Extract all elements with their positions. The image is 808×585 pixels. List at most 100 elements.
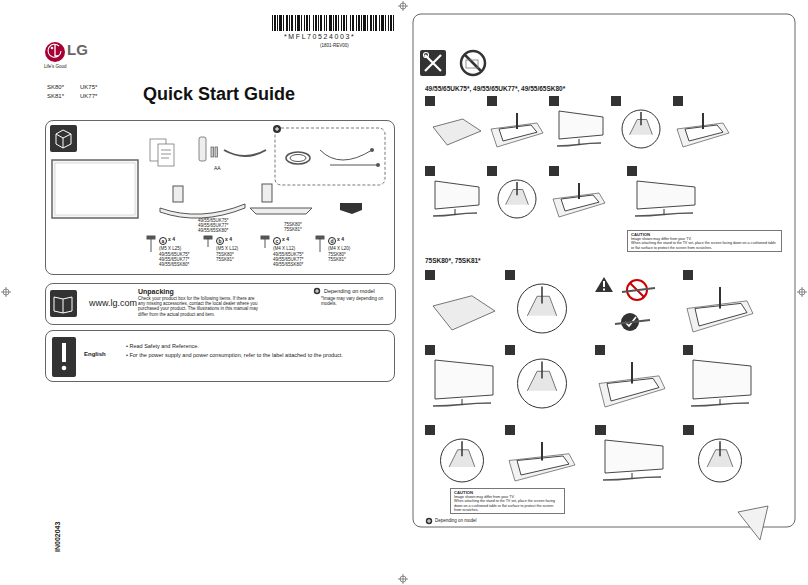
zoom-figure	[441, 439, 484, 482]
manual-icon	[54, 297, 72, 313]
step-number-text: 8	[428, 433, 431, 442]
brand-emblem	[45, 42, 65, 62]
stand-figure	[262, 184, 272, 202]
step-number: 6	[595, 345, 605, 355]
language-panel: English • Read Safety and Reference. • For…	[45, 330, 395, 382]
warning-figure	[622, 288, 655, 292]
caution-box: CAUTIONImage shown may differ from your …	[627, 230, 782, 252]
step-figure	[557, 111, 603, 146]
step-number-text: 1	[428, 104, 431, 113]
step-number: 4	[425, 345, 435, 355]
crop-mark	[802, 287, 803, 297]
guide-title: Quick Start Guide	[143, 84, 295, 105]
package-figure	[433, 296, 495, 330]
brand-emblem	[51, 47, 54, 50]
step-figure	[599, 362, 665, 407]
step-figure	[687, 287, 753, 332]
accessory-panel-text: a	[159, 237, 167, 245]
manual-icon	[50, 290, 77, 317]
step-number-text: 1	[428, 278, 431, 287]
step-number: 8	[425, 425, 435, 435]
warning-figure	[603, 281, 605, 287]
step-number-text: 4	[614, 104, 617, 113]
plus-symbol	[427, 519, 431, 523]
step-number-text: 6	[598, 353, 601, 362]
accessory-panel-text: AA	[214, 166, 221, 172]
step-number: 5	[505, 345, 515, 355]
step-number: 10	[595, 425, 606, 435]
step-number-text: 2	[490, 104, 493, 113]
step-number: 3	[549, 96, 559, 106]
manual-figure	[161, 158, 169, 159]
unpacking-panel: www.lg.comUnpackingCheck your product bo…	[45, 283, 396, 325]
stand-figure	[160, 204, 245, 218]
caution-text: Image shown may differ from your TV.	[631, 237, 778, 241]
arrow-figure	[664, 209, 665, 215]
step-number: 7	[487, 166, 497, 176]
optional-box	[275, 128, 385, 185]
optional-box	[286, 152, 310, 164]
brand-logo: LG	[67, 41, 88, 58]
accessory-panel-text: c	[273, 237, 281, 245]
step-number: 1	[425, 96, 435, 106]
optional-box	[320, 150, 378, 165]
step-number-text: 5	[676, 104, 679, 113]
step-number: 9	[505, 425, 515, 435]
warning-figure	[603, 289, 605, 291]
barcode	[272, 23, 395, 24]
barcode	[272, 15, 395, 31]
accessory-panel-text: x 4	[282, 237, 289, 243]
remote-figure	[215, 147, 218, 157]
optional-box	[290, 155, 306, 162]
arrow-figure	[632, 473, 633, 479]
language-panel-text: • For the power supply and power consump…	[126, 352, 388, 358]
tv-figure	[559, 111, 603, 139]
stand-figure	[516, 113, 518, 129]
screw-icon	[151, 239, 152, 252]
language-panel-text: English	[84, 351, 106, 358]
step-figure	[677, 113, 729, 147]
zoom-figure	[498, 180, 536, 218]
accessory-panel-text: (M5 X L12)	[216, 246, 238, 251]
accessory-panel-text: (M4 X L20)	[328, 246, 350, 251]
step-figure	[433, 296, 495, 330]
caution-box: CAUTIONImage shown may differ from your …	[450, 488, 565, 514]
model-heading: 75SK80*, 75SK81*	[425, 257, 481, 264]
step-number-text: 4	[428, 353, 431, 362]
step-figure	[699, 439, 742, 482]
screw-icon	[204, 236, 212, 239]
tv-figure	[693, 360, 751, 399]
brand-emblem	[45, 42, 65, 62]
part-number: *MFL70524003*	[284, 33, 355, 41]
plus-symbol	[314, 288, 320, 294]
screw-icon	[208, 239, 209, 247]
screw-figure	[719, 441, 721, 456]
accessory-panel-text: x 4	[337, 237, 344, 243]
stand-figure	[160, 184, 312, 218]
remote-figure	[199, 137, 218, 161]
zoom-figure	[699, 439, 742, 482]
caution-heading: CAUTION	[631, 233, 778, 238]
zoom-figure	[518, 359, 567, 408]
screw-icon	[261, 236, 269, 239]
accessory-panel-text: x 4	[168, 237, 175, 243]
step-number-text: 7	[490, 174, 493, 183]
language-panel-text: • Read Safety and Reference.	[126, 343, 388, 349]
tv-figure	[52, 160, 138, 218]
warning-figure	[595, 277, 655, 331]
step-figure	[433, 119, 481, 145]
step-number: 9	[627, 166, 637, 176]
step-figure	[691, 360, 751, 406]
tool-icon	[424, 53, 429, 58]
arrow-figure	[579, 139, 580, 145]
plus-symbol	[315, 289, 319, 293]
step-number-text: 7	[686, 353, 689, 362]
zoom-figure	[518, 284, 567, 333]
stand-figure	[702, 113, 704, 129]
arrow-figure	[462, 399, 463, 405]
warning-figure	[615, 320, 650, 324]
warning-icon	[62, 366, 67, 371]
plus-symbol	[426, 518, 432, 524]
step-figure	[498, 180, 536, 218]
zoom-figure	[622, 110, 660, 148]
